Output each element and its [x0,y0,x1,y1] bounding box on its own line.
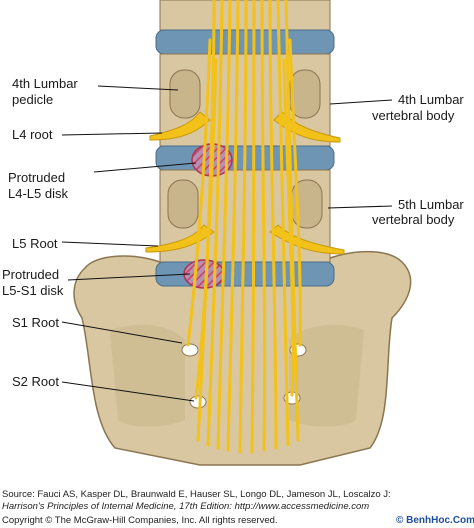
source-line-1: Source: Fauci AS, Kasper DL, Braunwald E… [2,489,391,500]
label-s1-root: S1 Root [12,315,59,330]
label-4th-lumbar-pedicle-2: pedicle [12,92,53,107]
label-4th-lumbar-body-1: 4th Lumbar [398,92,464,107]
label-5th-lumbar-body-2: vertebral body [372,212,455,227]
pedicle-l4-right [289,69,321,119]
sacral-foramen [189,395,207,409]
source-line-2: Harrison's Principles of Internal Medici… [2,501,369,512]
label-5th-lumbar-body-1: 5th Lumbar [398,197,464,212]
source-credit: Source: Fauci AS, Kasper DL, Braunwald E… [2,489,474,526]
labels: 4th Lumbar pedicle L4 root Protruded L4-… [2,76,464,389]
label-l5-root: L5 Root [12,236,58,251]
cauda-equina [186,0,302,454]
l5-root-left [145,224,215,253]
label-protruded-l4l5-1: Protruded [8,170,65,185]
pedicle-l4 [169,69,201,119]
sacral-foramen [181,343,199,357]
watermark: © BenhHoc.Com [396,515,474,526]
label-protruded-l5s1-1: Protruded [2,267,59,282]
label-4th-lumbar-body-2: vertebral body [372,108,455,123]
leader-lines [61,85,393,402]
source-line-3: Copyright © The McGraw-Hill Companies, I… [2,515,278,526]
label-protruded-l5s1-2: L5-S1 disk [2,283,64,298]
label-s2-root: S2 Root [12,374,59,389]
label-4th-lumbar-pedicle-1: 4th Lumbar [12,76,78,91]
label-l4-root: L4 root [12,127,53,142]
l4-root-left [149,111,211,141]
label-protruded-l4l5-2: L4-L5 disk [8,186,68,201]
pedicle-l5 [167,179,199,229]
